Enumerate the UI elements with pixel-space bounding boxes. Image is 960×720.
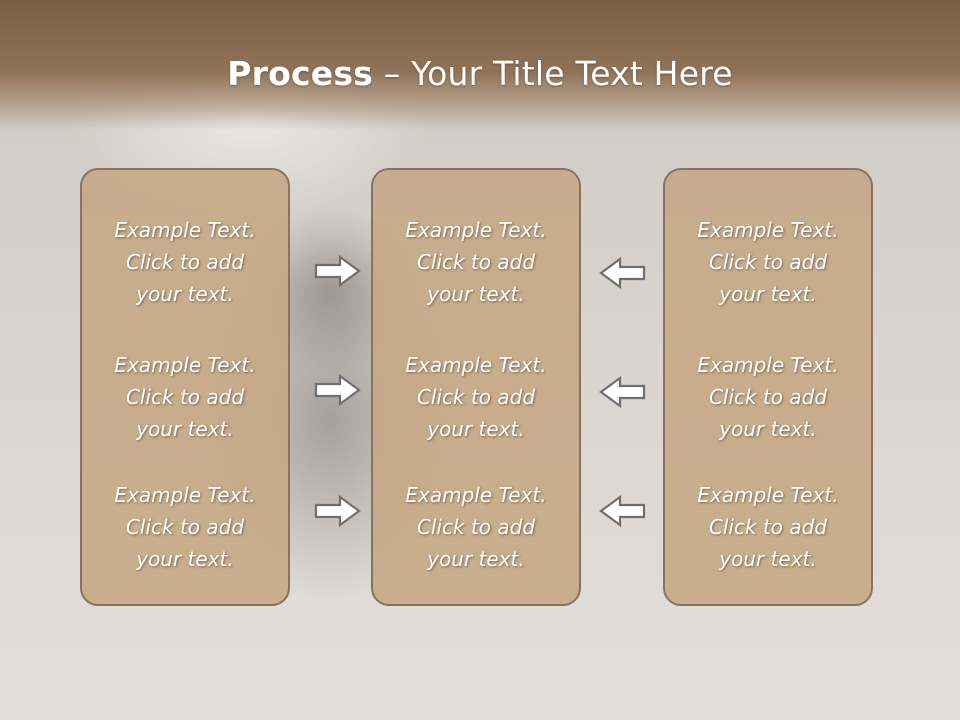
text-line: Click to add — [125, 385, 245, 409]
text-block[interactable]: Example Text. Click to add your text. — [82, 214, 288, 310]
text-block[interactable]: Example Text. Click to add your text. — [82, 479, 288, 575]
text-line: Click to add — [708, 250, 828, 274]
text-line: Click to add — [416, 385, 536, 409]
text-line: your text. — [719, 282, 817, 306]
text-block[interactable]: Example Text. Click to add your text. — [665, 479, 871, 575]
text-line: Click to add — [708, 515, 828, 539]
text-block[interactable]: Example Text. Click to add your text. — [373, 349, 579, 445]
text-box-right[interactable]: Example Text. Click to add your text. Ex… — [663, 168, 873, 606]
text-line: Example Text. — [697, 483, 839, 507]
text-block[interactable]: Example Text. Click to add your text. — [373, 214, 579, 310]
text-line: Example Text. — [114, 483, 256, 507]
text-line: Example Text. — [697, 353, 839, 377]
header-band — [0, 0, 960, 130]
slide-title[interactable]: Process – Your Title Text Here — [0, 54, 960, 93]
text-line: your text. — [136, 282, 234, 306]
text-box-center[interactable]: Example Text. Click to add your text. Ex… — [371, 168, 581, 606]
text-line: your text. — [427, 417, 525, 441]
text-line: Click to add — [125, 515, 245, 539]
text-block[interactable]: Example Text. Click to add your text. — [665, 214, 871, 310]
text-line: your text. — [719, 547, 817, 571]
text-line: Click to add — [125, 250, 245, 274]
text-block[interactable]: Example Text. Click to add your text. — [373, 479, 579, 575]
text-line: Example Text. — [405, 353, 547, 377]
text-line: Click to add — [416, 515, 536, 539]
text-block[interactable]: Example Text. Click to add your text. — [82, 349, 288, 445]
text-line: Example Text. — [405, 218, 547, 242]
left-arrow-icon — [599, 256, 646, 290]
text-line: your text. — [427, 547, 525, 571]
right-arrow-icon — [314, 494, 361, 528]
title-bold: Process — [227, 54, 374, 93]
left-arrow-icon — [599, 494, 646, 528]
text-line: Click to add — [416, 250, 536, 274]
text-line: your text. — [427, 282, 525, 306]
right-arrow-icon — [314, 373, 361, 407]
text-line: your text. — [136, 417, 234, 441]
text-line: your text. — [719, 417, 817, 441]
text-line: Example Text. — [405, 483, 547, 507]
text-box-left[interactable]: Example Text. Click to add your text. Ex… — [80, 168, 290, 606]
text-line: Click to add — [708, 385, 828, 409]
text-line: Example Text. — [114, 218, 256, 242]
text-line: Example Text. — [114, 353, 256, 377]
text-line: your text. — [136, 547, 234, 571]
text-block[interactable]: Example Text. Click to add your text. — [665, 349, 871, 445]
right-arrow-icon — [314, 254, 361, 288]
left-arrow-icon — [599, 375, 646, 409]
title-rest: – Your Title Text Here — [373, 54, 733, 93]
text-line: Example Text. — [697, 218, 839, 242]
